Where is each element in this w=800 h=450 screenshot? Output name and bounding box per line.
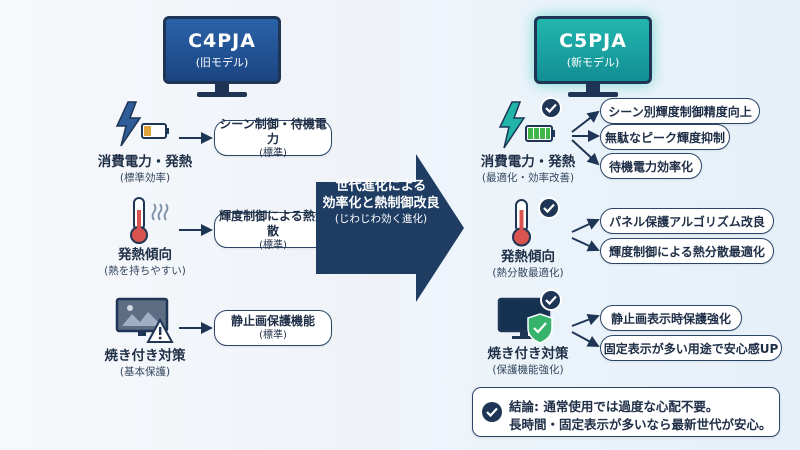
new-model-tv: C5PJA (新モデル) [534, 16, 652, 106]
old-row3-label: 焼き付き対策 (基本保護) [104, 348, 186, 378]
right-connectors [571, 110, 600, 347]
arrow-line3: (じわじわ効く進化) [334, 213, 428, 225]
thermometer-icon [512, 199, 531, 247]
new-pill-scene-brightness: シーン別輝度制御精度向上 [600, 98, 760, 124]
arrow-line1: 世代進化による [335, 179, 427, 194]
old-pill-still-image-protection: 静止画保護機能 (標準) [214, 310, 332, 346]
arrow-line2: 効率化と熱制御改良 [322, 196, 440, 211]
conclusion-box: 結論: 通常使用では過度な心配不要。 長時間・固定表示が多いなら最新世代が安心。 [472, 387, 780, 437]
new-pill-heat-optimization: 輝度制御による熱分散最適化 [600, 238, 774, 264]
new-row2-label: 発熱傾向 (熱分散最適化) [492, 249, 564, 279]
old-model-name: C4PJA [188, 30, 256, 52]
old-model-tv: C4PJA (旧モデル) [163, 16, 281, 106]
old-model-sub: (旧モデル) [195, 56, 249, 69]
new-pill-standby-efficiency: 待機電力効率化 [600, 153, 702, 179]
old-pill-heat-distribution: 輝度制御による熱分散 (標準) [214, 209, 332, 251]
new-pill-still-protection: 静止画表示時保護強化 [600, 305, 742, 331]
check-icon [540, 289, 562, 311]
monitor-warning-icon [115, 297, 174, 343]
check-circle-icon [482, 402, 502, 422]
new-pill-panel-algorithm: パネル保護アルゴリズム改良 [600, 208, 774, 234]
new-pill-peak-suppression: 無駄なピーク輝度抑制 [600, 124, 730, 150]
new-row3-label: 焼き付き対策 (保護機能強化) [487, 346, 569, 376]
monitor-shield-icon [497, 297, 553, 344]
new-pill-fixed-display: 固定表示が多い用途で安心感UP [600, 335, 782, 361]
new-row1-label: 消費電力・発熱 (最適化・効率改善) [480, 154, 576, 184]
new-model-sub: (新モデル) [566, 56, 620, 69]
old-pill-scene-control: シーン制御・待機電力 (標準) [214, 117, 332, 159]
evolution-arrow-text: 世代進化による 効率化と熱制御改良 (じわじわ効く進化) [322, 178, 440, 227]
new-model-name: C5PJA [559, 30, 627, 52]
check-icon [540, 97, 562, 119]
old-row1-label: 消費電力・発熱 (標準効率) [97, 154, 193, 184]
conclusion-line2: 長時間・固定表示が多いなら最新世代が安心。 [509, 417, 772, 432]
thermometer-icon [130, 197, 169, 244]
lightning-battery-icon [498, 101, 555, 149]
evolution-arrow [316, 154, 464, 302]
lightning-battery-icon [115, 101, 169, 147]
check-icon [538, 197, 560, 219]
conclusion-line1: 結論: 通常使用では過度な心配不要。 [509, 399, 719, 414]
old-row2-label: 発熱傾向 (熱を持ちやすい) [104, 247, 186, 277]
left-connectors [179, 132, 213, 334]
